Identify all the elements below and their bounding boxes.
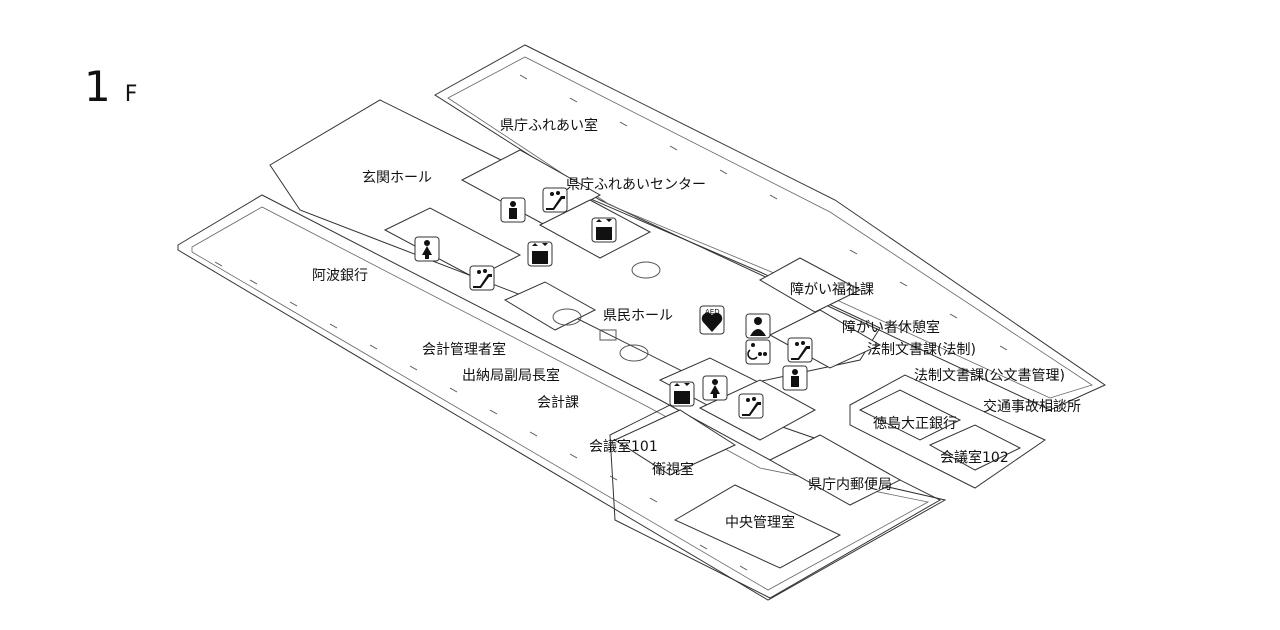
- escalator-icon: [738, 393, 764, 419]
- floor-unit: F: [124, 82, 138, 107]
- label-kenmin-hall: 県民ホール: [603, 308, 673, 324]
- window-ticks: [214, 74, 1058, 571]
- label-disability-welfare: 障がい福祉課: [790, 282, 874, 298]
- room-labels: 県庁ふれあい室 県庁ふれあいセンター 玄関ホール 阿波銀行 県民ホール 会計管理…: [312, 117, 1081, 531]
- aed-icon: AED: [699, 305, 725, 335]
- label-central-control: 中央管理室: [725, 514, 795, 531]
- aed-text: AED: [705, 308, 720, 316]
- nursing-room-icon: [745, 313, 771, 339]
- label-fureai-room: 県庁ふれあい室: [500, 117, 598, 134]
- label-deputy-treasurer: 出納局副局長室: [462, 367, 560, 384]
- toilet-female-icon: [414, 236, 440, 262]
- elevator-icon: [591, 217, 617, 243]
- label-accounting-manager: 会計管理者室: [422, 341, 506, 358]
- label-fureai-center: 県庁ふれあいセンター: [566, 177, 706, 193]
- escalator-icon: [787, 337, 813, 363]
- facility-icons: AED: [414, 187, 813, 419]
- label-accounting-div: 会計課: [537, 395, 579, 411]
- toilet-accessible-icon: [745, 339, 771, 365]
- label-awa-bank: 阿波銀行: [312, 268, 368, 284]
- hall-floor-motifs: [552, 261, 661, 362]
- room-partitions: [383, 149, 1022, 569]
- elevator-icon: [669, 381, 695, 407]
- label-disabled-rest: 障がい者休憩室: [842, 319, 940, 336]
- floor-number: 1: [84, 62, 111, 111]
- toilet-female-icon: [702, 375, 728, 401]
- label-guard-room: 衛視室: [652, 461, 694, 478]
- label-post-office: 県庁内郵便局: [808, 477, 892, 493]
- label-tokushima-taisho-bank: 徳島大正銀行: [873, 416, 957, 432]
- toilet-male-icon: [500, 197, 526, 223]
- label-entrance-hall: 玄関ホール: [362, 169, 432, 186]
- label-meeting-101: 会議室101: [589, 438, 658, 455]
- elevator-icon: [527, 241, 553, 267]
- label-meeting-102: 会議室102: [940, 449, 1009, 466]
- toilet-male-icon: [782, 365, 808, 391]
- label-legal-docs-law: 法制文書課(法制): [867, 342, 976, 358]
- label-legal-docs-archive: 法制文書課(公文書管理): [914, 368, 1065, 384]
- escalator-icon: [469, 265, 495, 291]
- label-traffic-accident: 交通事故相談所: [983, 398, 1081, 415]
- escalator-icon: [542, 187, 568, 213]
